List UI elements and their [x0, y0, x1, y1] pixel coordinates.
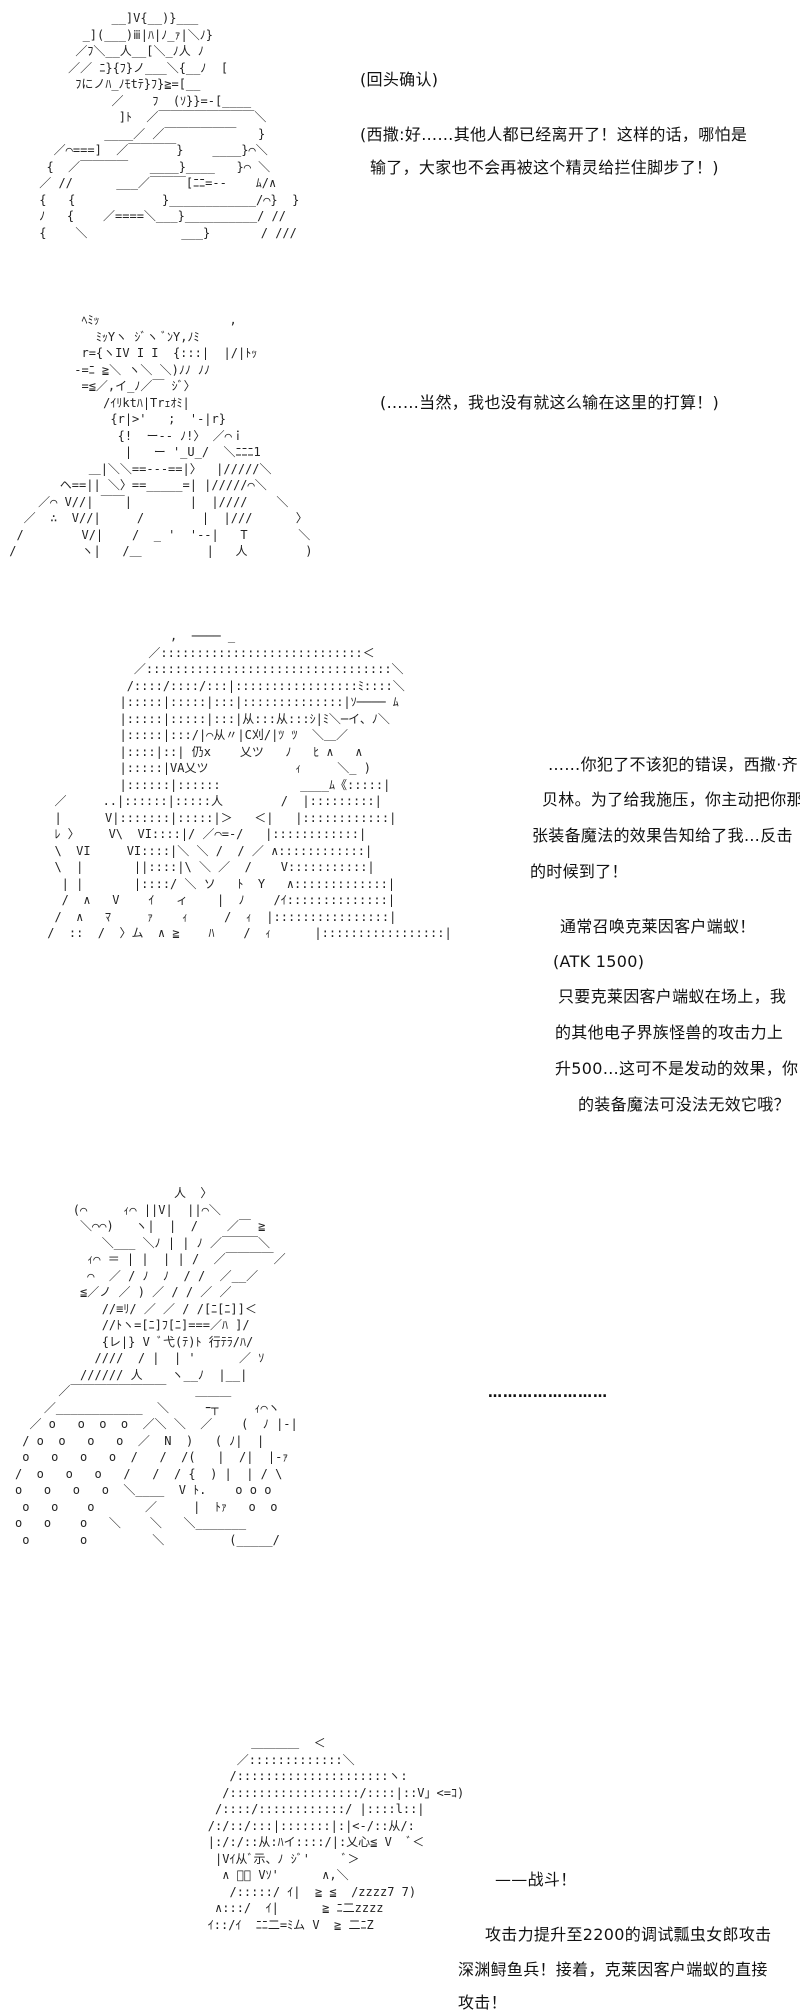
- dialogue-line: 张装备魔法的效果告知给了我…反击: [532, 826, 793, 845]
- ascii-art-character-4: 人 〉 (⌒ ｨ⌒ ||V| ||⌒＼ ＼⌒⌒) ヽ| | / ／￣ ≧ ＼__…: [15, 1186, 298, 1547]
- ascii-art-character-5: ＿＿＿＿ ＜ ／:::::::::::::＼ /::::::::::::::::…: [207, 1736, 465, 1932]
- dialogue-line: (西撒:好……其他人都已经离开了！这样的话，哪怕是: [360, 125, 748, 144]
- ellipsis-line: ……………………: [488, 1385, 608, 1401]
- narration-line: ——战斗！: [495, 1870, 577, 1889]
- dialogue-line: 的时候到了！: [530, 862, 628, 881]
- narration-line: 通常召唤克莱因客户端蚁！: [560, 917, 756, 936]
- narration-line: 只要克莱因客户端蚁在场上，我: [558, 987, 787, 1006]
- narration-line: 的其他电子界族怪兽的攻击力上: [555, 1023, 784, 1042]
- dialogue-line: (……当然，我也没有就这么输在这里的打算！): [380, 393, 720, 412]
- narration-line: 攻击力提升至2200的调试瓢虫女郎攻击: [485, 1925, 772, 1944]
- caption-look-back: (回头确认): [360, 70, 439, 89]
- dialogue-line: 贝林。为了给我施压，你主动把你那: [542, 790, 800, 809]
- ascii-art-character-1: __]V{__)}___ _](___)ⅲ|ﾊ|ﾉ_ｧ|＼ﾉ} ／ﾌ＼__人__…: [39, 11, 300, 240]
- narration-line: 攻击！: [458, 1993, 507, 2012]
- narration-line: 深渊鲟鱼兵！接着，克莱因客户端蚁的直接: [458, 1960, 768, 1979]
- dialogue-line: 输了，大家也不会再被这个精灵给拦住脚步了！): [370, 158, 719, 177]
- narration-line: (ATK 1500): [553, 952, 645, 971]
- ascii-art-character-3: , ──── _ ／::::::::::::::::::::::::::::＜ …: [47, 629, 452, 940]
- narration-line: 的装备魔法可没法无效它哦？: [578, 1095, 790, 1114]
- dialogue-line: ……你犯了不该犯的错误，西撒·齐: [548, 755, 798, 774]
- ascii-art-character-2: ﾍﾐｯ , ﾐｯYヽ ｼﾞヽ ﾞﾝY,ﾉﾐ r={ヽIV I I {:::| |…: [9, 313, 313, 558]
- narration-line: 升500…这可不是发动的效果，你: [555, 1059, 799, 1078]
